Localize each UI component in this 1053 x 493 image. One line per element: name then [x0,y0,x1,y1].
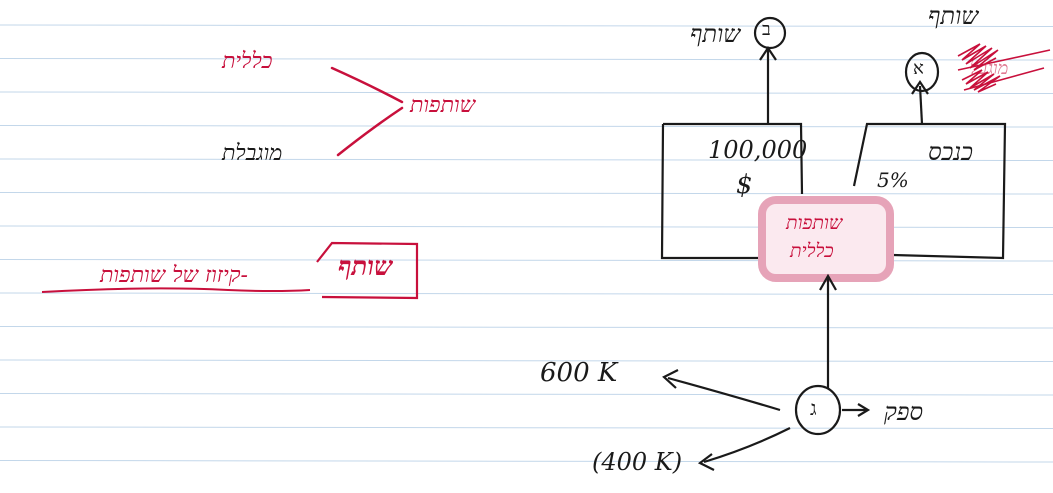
boxed-term: שותף [338,252,393,282]
supplier-label: ספק [884,398,924,426]
ruled-line [0,326,1053,329]
right-box-outline [852,122,1007,260]
ruled-line [0,359,1053,362]
ruled-line [0,225,1053,228]
ruled-line [0,259,1053,262]
left-box-value: 100,000 [708,136,808,164]
ruled-line [0,292,1053,295]
ruled-line [0,24,1053,27]
up-arrowhead-to-center [819,273,837,291]
top-left-face-circle [753,16,787,50]
bottom-face-letter: ג [810,396,817,420]
top-right-face-circle [904,51,940,93]
branch-line-bottom [336,106,404,157]
center-label-line1: שותפות [786,212,843,234]
ruled-lines [0,24,1053,463]
red-scribble [957,43,1051,93]
ruled-line [0,91,1053,94]
arrowhead-to-400k [697,453,715,471]
boxed-term-frame [316,241,419,300]
left-amount: 600 K [540,358,618,388]
right-box-percent: 5% [877,168,909,192]
bottom-face-circle [794,384,842,436]
top-left-label: שותף [690,20,741,48]
arrowhead-to-600k [662,369,679,389]
ruled-line [0,58,1053,61]
right-box-label: כנכס [928,138,973,166]
ruled-line [0,125,1053,128]
ruled-line [0,460,1053,463]
ruled-line [0,158,1053,161]
branch-center-label: שותפות [410,93,476,118]
top-right-label: שותף [928,2,979,30]
arrow-to-400k [703,427,791,464]
arrowhead-to-supplier [857,403,871,417]
ruled-line [0,393,1053,396]
top-right-scribbled-word: מוגבל [970,58,1009,79]
definition-underline [41,287,311,293]
top-left-face-letter: ב [762,19,771,40]
definition-text: -קיזוז של שותפות [100,263,248,288]
top-right-face-letter: א [913,58,924,79]
left-box-currency: $ [736,170,753,200]
bottom-amount: (400 K) [592,448,683,476]
center-label-line2: כללית [790,240,834,262]
ruled-line [0,426,1053,429]
right-up-arrow [918,85,924,125]
left-box-top-edge [663,122,804,195]
arrow-to-600k [667,376,781,412]
branch-bottom-label: מוגבלת [222,141,283,166]
branch-line-top [330,66,404,104]
ruled-line [0,192,1053,195]
left-box-side-edge [660,123,758,260]
branch-top-label: כללית [222,49,273,74]
